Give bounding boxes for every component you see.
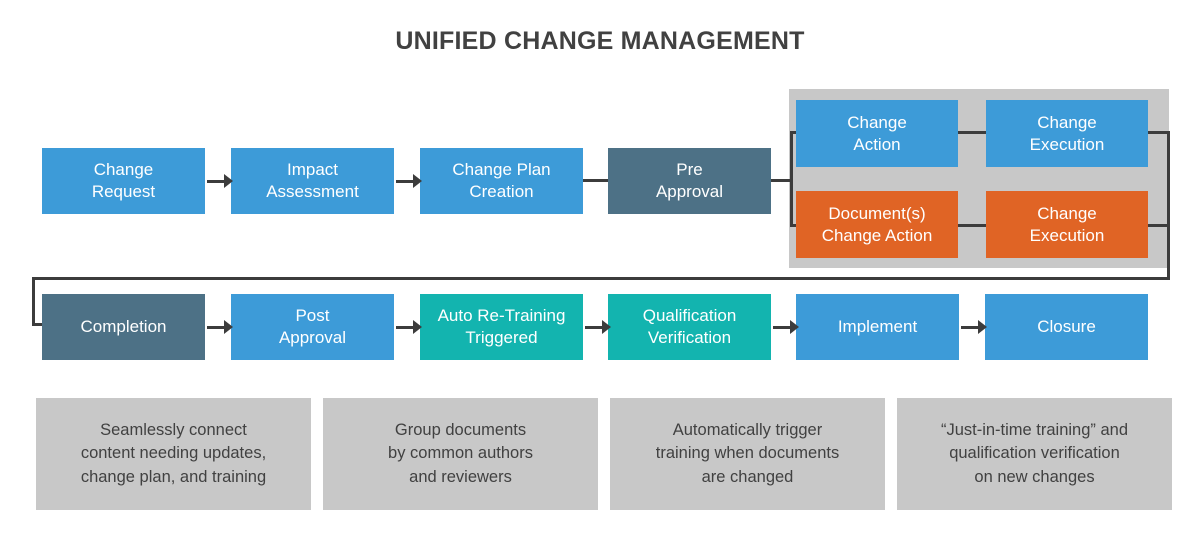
step-impact-assessment[interactable]: Impact Assessment xyxy=(231,148,394,214)
connector-return-vertical-right xyxy=(1167,131,1170,280)
caption-text: Automatically trigger training when docu… xyxy=(655,420,840,486)
cell-documents-change-action[interactable]: Document(s) Change Action xyxy=(796,191,958,258)
arrow-qualification-to-implement xyxy=(773,320,799,334)
connector-branch-vertical xyxy=(790,131,793,227)
arrow-shaft xyxy=(585,325,602,329)
step-implement[interactable]: Implement xyxy=(796,294,959,360)
arrow-shaft xyxy=(396,179,413,183)
caption-panel-2: Group documents by common authors and re… xyxy=(323,398,598,510)
step-label: Qualification Verification xyxy=(642,306,737,347)
arrow-head xyxy=(602,320,611,334)
step-label: Completion xyxy=(80,317,167,337)
cell-label: Change Action xyxy=(847,112,907,154)
arrow-shaft xyxy=(396,325,413,329)
arrow-implement-to-closure xyxy=(961,320,987,334)
connector-documents-change-action-to-change-execution xyxy=(958,224,986,227)
connector-change-plan-to-pre-approval xyxy=(583,179,609,182)
arrow-head xyxy=(790,320,799,334)
cell-label: Change Execution xyxy=(1029,203,1105,245)
cell-change-action[interactable]: Change Action xyxy=(796,100,958,167)
caption-panel-4: “Just-in-time training” and qualificatio… xyxy=(897,398,1172,510)
arrow-auto-retraining-to-qualification xyxy=(585,320,611,334)
connector-return-into-completion xyxy=(32,323,46,326)
caption-text: Seamlessly connect content needing updat… xyxy=(80,420,267,486)
step-label: Auto Re-Training Triggered xyxy=(437,306,566,347)
step-closure[interactable]: Closure xyxy=(985,294,1148,360)
arrow-head xyxy=(978,320,987,334)
cell-label: Change Execution xyxy=(1029,112,1105,154)
caption-panel-1: Seamlessly connect content needing updat… xyxy=(36,398,311,510)
step-qualification-verification[interactable]: Qualification Verification xyxy=(608,294,771,360)
arrow-head xyxy=(413,174,422,188)
step-label: Change Request xyxy=(91,160,156,201)
step-change-request[interactable]: Change Request xyxy=(42,148,205,214)
step-pre-approval[interactable]: Pre Approval xyxy=(608,148,771,214)
arrow-head xyxy=(413,320,422,334)
arrow-shaft xyxy=(773,325,790,329)
step-label: Pre Approval xyxy=(655,160,724,201)
step-label: Change Plan Creation xyxy=(452,160,551,201)
arrow-post-approval-to-auto-retraining xyxy=(396,320,422,334)
arrow-head xyxy=(224,174,233,188)
connector-return-horizontal xyxy=(32,277,1170,280)
step-auto-retraining-triggered[interactable]: Auto Re-Training Triggered xyxy=(420,294,583,360)
caption-panel-3: Automatically trigger training when docu… xyxy=(610,398,885,510)
step-label: Impact Assessment xyxy=(266,160,359,201)
arrow-completion-to-post-approval xyxy=(207,320,233,334)
arrow-impact-to-change-plan xyxy=(396,174,422,188)
step-completion[interactable]: Completion xyxy=(42,294,205,360)
connector-return-top-stub xyxy=(1148,131,1170,134)
page-title: UNIFIED CHANGE MANAGEMENT xyxy=(395,27,805,55)
connector-return-bottom-stub xyxy=(1148,224,1170,227)
step-label: Closure xyxy=(1037,317,1096,337)
cell-change-execution-top[interactable]: Change Execution xyxy=(986,100,1148,167)
step-label: Implement xyxy=(837,317,918,337)
cell-label: Document(s) Change Action xyxy=(821,203,933,245)
step-label: Post Approval xyxy=(278,306,347,347)
connector-pre-approval-stub xyxy=(771,179,793,182)
cell-change-execution-bottom[interactable]: Change Execution xyxy=(986,191,1148,258)
arrow-head xyxy=(224,320,233,334)
step-change-plan-creation[interactable]: Change Plan Creation xyxy=(420,148,583,214)
arrow-shaft xyxy=(207,325,224,329)
connector-return-vertical-left xyxy=(32,277,35,326)
step-post-approval[interactable]: Post Approval xyxy=(231,294,394,360)
caption-text: “Just-in-time training” and qualificatio… xyxy=(940,420,1129,486)
arrow-shaft xyxy=(961,325,978,329)
arrow-shaft xyxy=(207,179,224,183)
arrow-change-request-to-impact xyxy=(207,174,233,188)
caption-text: Group documents by common authors and re… xyxy=(388,420,533,486)
connector-change-action-to-change-execution xyxy=(958,131,986,134)
